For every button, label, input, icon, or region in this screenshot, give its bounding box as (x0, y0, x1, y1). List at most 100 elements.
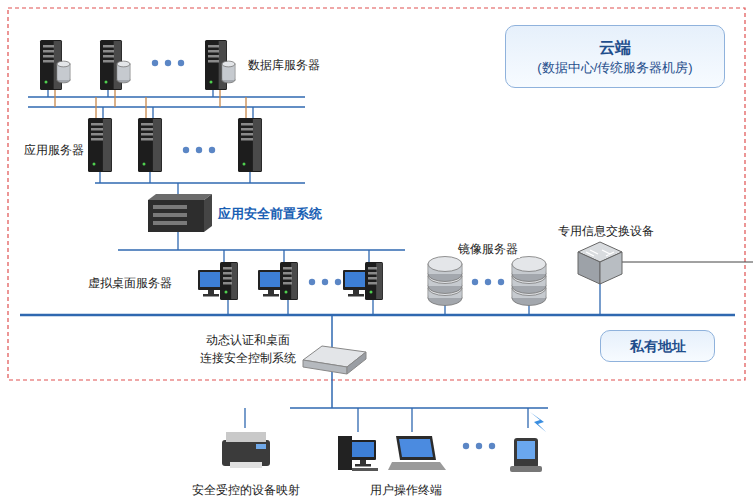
drive-bay (43, 50, 54, 53)
device-front (148, 200, 204, 232)
db-disk (222, 61, 235, 83)
drive-bay (368, 277, 377, 280)
drop-line (249, 172, 250, 183)
pda (510, 438, 542, 472)
ellipsis-dot (472, 279, 478, 285)
cyl-top (222, 61, 235, 67)
drop-line (252, 107, 253, 118)
component-label: 应用服务器 (22, 141, 86, 159)
drop-line (114, 88, 115, 107)
tower-side (231, 263, 237, 299)
cube-left (578, 252, 600, 284)
power-led (370, 291, 373, 294)
monitor (350, 440, 376, 467)
drive-bay (283, 277, 292, 280)
monitor-base (203, 294, 219, 297)
ellipsis-dot (463, 443, 469, 449)
drive-bay (141, 138, 153, 141)
wireless-symbol (530, 412, 546, 432)
component-label: 专用信息交换设备 (556, 222, 656, 240)
tower-body (88, 118, 112, 172)
db-disk (117, 61, 130, 83)
drive-bay (223, 272, 232, 275)
main-network-line (20, 314, 735, 317)
tower-side (291, 263, 297, 299)
server-tower (138, 118, 162, 172)
server-tower (365, 262, 383, 300)
ellipsis-dot (322, 279, 328, 285)
front-system-device (148, 194, 212, 232)
printer-panel (256, 444, 266, 449)
network-line (28, 96, 305, 98)
ellipsis-dot (309, 279, 315, 285)
ellipsis-dot (489, 443, 495, 449)
power-led (143, 163, 146, 166)
power-led (225, 291, 228, 294)
monitor-base (263, 294, 279, 297)
ellipsis-dot (196, 147, 202, 153)
ellipsis-dot (498, 279, 504, 285)
drive-bay (103, 60, 114, 63)
power-led (285, 291, 288, 294)
drive-bay (223, 282, 232, 285)
drop-line (331, 315, 333, 350)
component-label: 应用安全前置系统 (216, 205, 324, 223)
network-line (118, 249, 405, 251)
power-led (243, 163, 246, 166)
drop-line (219, 88, 220, 107)
ellipsis-dot (485, 279, 491, 285)
drop-line (99, 172, 100, 183)
cyl-top (512, 257, 546, 272)
drop-line (95, 97, 96, 118)
db-disk (57, 61, 70, 83)
drive-bay (43, 60, 54, 63)
drive-bay (368, 282, 377, 285)
server-tower (280, 262, 298, 300)
server-tower (88, 118, 112, 172)
ellipsis-dot (476, 443, 482, 449)
network-line (290, 407, 548, 409)
exchange-device (578, 242, 622, 284)
monitor-screen (345, 272, 367, 287)
ellipsis-dot (183, 147, 189, 153)
printer (222, 432, 270, 468)
drive-bay (91, 138, 103, 141)
drive-bay (283, 272, 292, 275)
drop-line (223, 250, 224, 262)
drive-bay (368, 267, 377, 270)
device-slot (153, 221, 187, 225)
server-tower (220, 262, 238, 300)
tower-body (138, 118, 162, 172)
drive-bay (141, 123, 153, 126)
printer-tray (230, 462, 262, 468)
drive-bay (141, 133, 153, 136)
cloud-boundary (8, 8, 745, 380)
ellipsis-dot (152, 60, 158, 66)
monitor-stand (208, 290, 214, 294)
laptop-screen (399, 439, 433, 457)
drive-bay (208, 50, 219, 53)
drop-line (244, 408, 245, 428)
drive-bay (43, 55, 54, 58)
device-front (303, 360, 347, 374)
drive-bay (91, 128, 103, 131)
pc-tower (338, 436, 352, 470)
drive-bay (43, 45, 54, 48)
ellipsis-dot (178, 60, 184, 66)
component-label: 虚拟桌面服务器 (86, 274, 174, 292)
network-line (95, 182, 305, 184)
drop-line (177, 232, 178, 250)
drive-bay (103, 50, 114, 53)
drive-bay (241, 138, 253, 141)
drop-line (357, 408, 358, 432)
drive-bay (141, 128, 153, 131)
control-device (303, 346, 366, 374)
ellipsis-dot (209, 147, 215, 153)
cyl-top (57, 61, 70, 67)
tower-side (103, 119, 111, 171)
drop-line (227, 300, 228, 315)
drop-line (599, 282, 600, 315)
power-led (93, 163, 96, 166)
device-top (148, 194, 212, 200)
drop-line (372, 300, 373, 315)
